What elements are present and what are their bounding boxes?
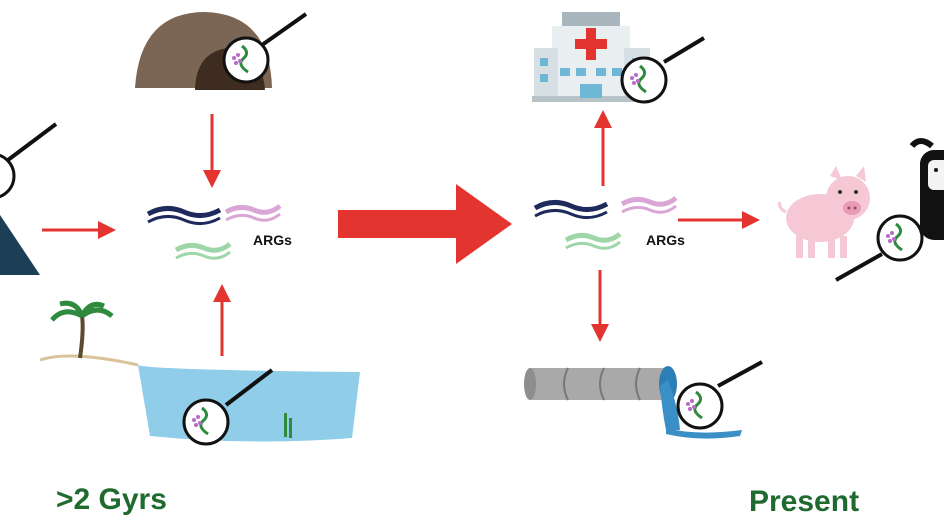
sewage-pipe-icon [524, 366, 742, 439]
arrow-args-to-livestock [678, 211, 760, 229]
arrow-args-to-hospital [594, 110, 612, 186]
mountain-icon [0, 215, 40, 275]
magnifier-icon-hospital [620, 36, 706, 104]
palm-tree-icon [50, 300, 114, 359]
time-arrow [338, 184, 512, 264]
args-label-past: ARGs [253, 232, 292, 248]
arrow-args-to-sewage [591, 270, 609, 342]
gene-icon-green-left [174, 242, 232, 260]
era-label-past: >2 Gyrs [56, 483, 167, 516]
magnifier-icon-sewage [676, 360, 763, 430]
era-label-present: Present [749, 485, 860, 518]
arrow-mountain-to-args [42, 221, 116, 239]
arrow-lake-to-args [213, 284, 231, 356]
magnifier-icon-mountain [0, 122, 58, 199]
pig-icon [778, 166, 870, 258]
gene-icon-navy-right [533, 200, 609, 219]
gene-icon-navy-left [146, 206, 222, 225]
cow-icon [909, 138, 944, 240]
gene-icon-pink-right [620, 196, 678, 214]
arrow-cave-to-args [203, 114, 221, 188]
gene-icon-pink-left [224, 204, 282, 222]
gene-icon-green-right [564, 232, 622, 250]
args-label-present: ARGs [646, 232, 685, 248]
magnifier-icon-lake [182, 368, 274, 446]
magnifier-icon-cave [222, 12, 308, 84]
magnifier-icon-livestock [835, 214, 924, 282]
